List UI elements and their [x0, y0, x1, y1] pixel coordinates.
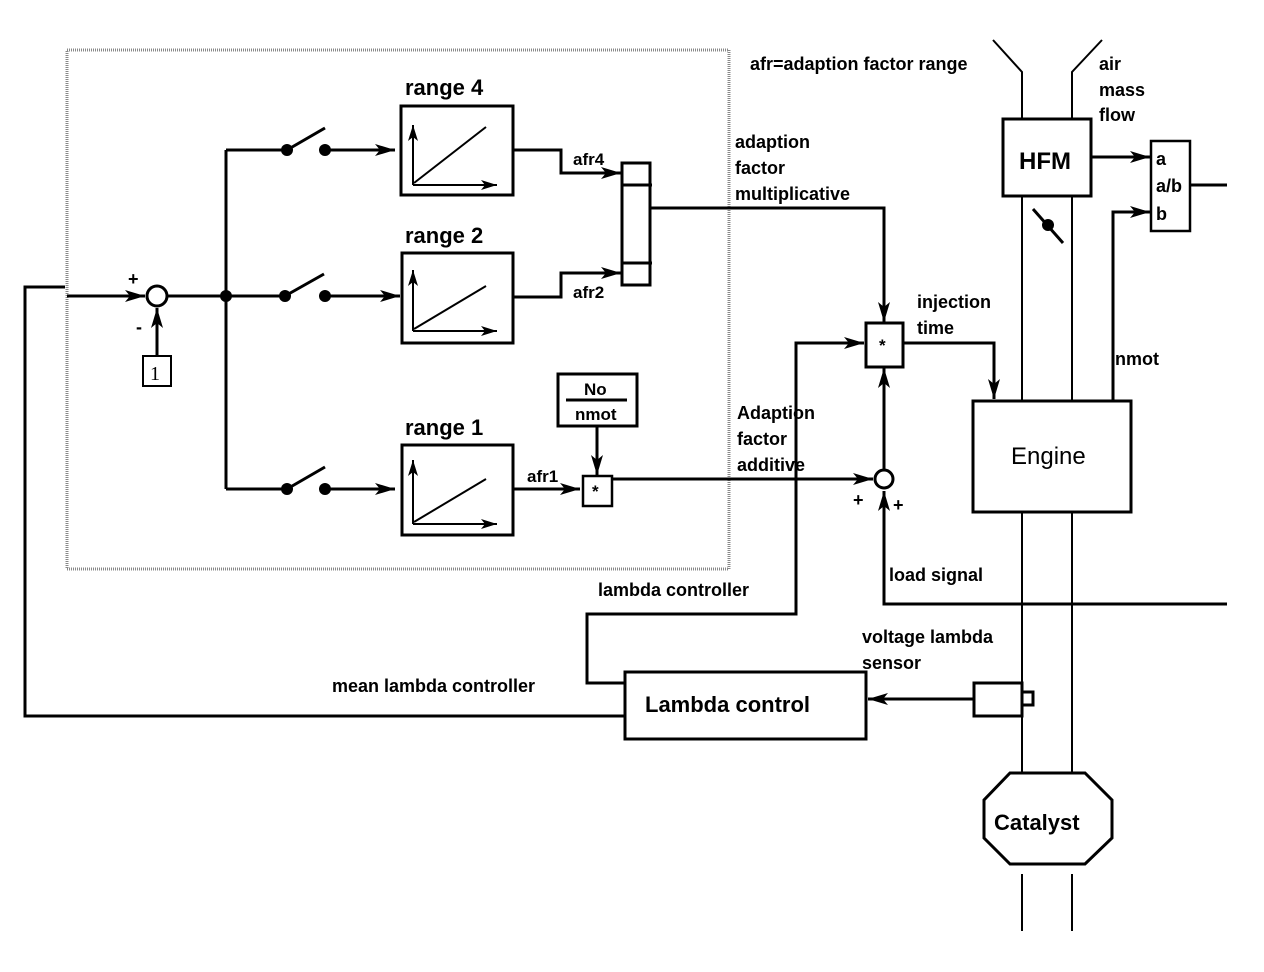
air-label-2: mass	[1099, 80, 1145, 100]
sum1-plus-sign: +	[128, 269, 139, 289]
sum2-plus-bottom: +	[893, 495, 904, 515]
additive-label-3: additive	[737, 455, 805, 475]
range4-label: range 4	[405, 75, 484, 100]
range1-label: range 1	[405, 415, 483, 440]
mean-lambda-feedback-line	[23, 285, 625, 718]
divider-ab: a/b	[1156, 176, 1182, 196]
intake-pipe	[992, 39, 1103, 401]
multiplicative-line	[650, 206, 890, 322]
multiplier-1-symbol: *	[592, 482, 599, 501]
catalyst-label: Catalyst	[994, 810, 1080, 835]
ratio-block: No nmot	[556, 372, 639, 428]
catalyst-block	[982, 771, 1114, 866]
load-signal-line	[878, 491, 1227, 606]
afr2-label: afr2	[573, 283, 604, 302]
lambda-control-block	[623, 670, 868, 741]
voltage-label-2: sensor	[862, 653, 921, 673]
air-label-1: air	[1099, 54, 1121, 74]
injection-label-2: time	[917, 318, 954, 338]
multiplicative-label-3: multiplicative	[735, 184, 850, 204]
legend-text: afr=adaption factor range	[750, 54, 968, 74]
ratio-denominator: nmot	[575, 405, 617, 424]
nmot-label: nmot	[1115, 349, 1159, 369]
switch-blade-range1	[286, 465, 326, 491]
afr4-line	[513, 148, 621, 179]
lambda-sensor-icon	[972, 681, 1035, 718]
air-label-3: flow	[1099, 105, 1136, 125]
range-selector	[620, 161, 652, 287]
switch-blade-range4	[286, 126, 326, 152]
range2-label: range 2	[405, 223, 483, 248]
multiplier-2-symbol: *	[879, 336, 886, 355]
constant-one-box	[142, 355, 172, 387]
afr2-line	[513, 267, 621, 299]
engine-label: Engine	[1011, 443, 1086, 470]
afr1-label: afr1	[527, 467, 558, 486]
voltage-label-1: voltage lambda	[862, 627, 994, 647]
divider-b: b	[1156, 204, 1167, 224]
multiplier-1	[581, 474, 614, 508]
multiplicative-label-2: factor	[735, 158, 785, 178]
afr4-label: afr4	[573, 150, 605, 169]
lambda-controller-label: lambda controller	[598, 580, 749, 600]
switch-blade-range2	[284, 272, 325, 298]
multiplicative-label-1: adaption	[735, 132, 810, 152]
additive-label-1: Adaption	[737, 403, 815, 423]
engine-block	[971, 399, 1133, 514]
additive-label-2: factor	[737, 429, 787, 449]
nmot-line	[1111, 206, 1150, 400]
range4-block: range 4	[399, 75, 515, 197]
mean-lambda-controller-label: mean lambda controller	[332, 676, 535, 696]
throttle-valve-icon	[1031, 208, 1065, 244]
exhaust-pipe	[1021, 512, 1073, 931]
sum2-plus-left: +	[853, 490, 864, 510]
lambda-control-label: Lambda control	[645, 692, 810, 717]
range1-block: range 1	[400, 415, 515, 537]
sum1-minus-sign: -	[136, 317, 142, 337]
sum-junction-2	[873, 468, 895, 490]
injection-label-1: injection	[917, 292, 991, 312]
injection-time-line	[903, 341, 1000, 399]
adaptation-frame	[65, 48, 731, 571]
range2-block: range 2	[400, 223, 515, 345]
divider-a: a	[1156, 149, 1167, 169]
hfm-label: HFM	[1019, 148, 1071, 175]
ratio-numerator: No	[584, 380, 607, 399]
branch-node	[220, 290, 232, 302]
multiplier-2	[864, 321, 905, 369]
constant-one-label: 1	[150, 363, 160, 385]
sum-junction-1	[145, 284, 169, 308]
lambda-controller-line	[585, 337, 864, 685]
hfm-block	[1001, 117, 1093, 198]
load-signal-label: load signal	[889, 565, 983, 585]
